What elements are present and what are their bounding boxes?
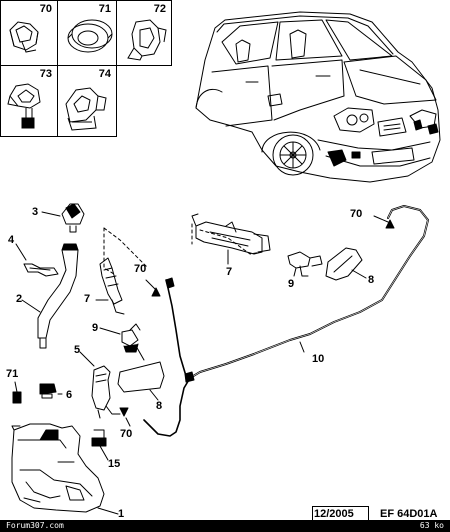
legend-number: 74	[98, 68, 111, 80]
callout-8-right: 8	[368, 274, 375, 286]
callout-7-left: 7	[84, 293, 91, 305]
car-illustration	[195, 11, 441, 183]
diagram-date: 12/2005	[314, 508, 354, 520]
bracket-4	[23, 263, 59, 277]
legend-number: 72	[153, 3, 166, 15]
cap-3	[61, 203, 85, 225]
callout-6: 6	[66, 389, 73, 401]
hose-holder-clip-icon	[65, 87, 107, 131]
hose-clamp-icon	[7, 83, 41, 129]
footer-bar: Forum307.com 63 ko	[0, 520, 450, 532]
legend-number: 73	[39, 68, 52, 80]
hose-10	[189, 205, 429, 379]
callout-71: 71	[6, 368, 19, 380]
legend-cell-74: 74	[57, 65, 117, 137]
callout-9-left: 9	[92, 322, 99, 334]
callout-1: 1	[118, 508, 125, 520]
clip-icon	[9, 21, 39, 53]
callout-3: 3	[32, 206, 39, 218]
site-credit: Forum307.com	[6, 521, 64, 530]
washer-system-parts	[11, 203, 429, 515]
diagram-reference: EF 64D01A	[380, 508, 438, 520]
callout-2: 2	[16, 293, 23, 305]
callout-4: 4	[8, 234, 15, 246]
callout-8-left: 8	[156, 400, 163, 412]
legend-number: 70	[39, 3, 52, 15]
callout-9-right: 9	[288, 278, 295, 290]
legend-icons-overlay	[7, 19, 167, 131]
legend-cell-70: 70	[0, 0, 58, 66]
nozzle-7-right	[195, 221, 263, 255]
callout-70-left-bottom: 70	[120, 428, 133, 440]
callout-15: 15	[108, 458, 121, 470]
pump-5	[91, 365, 111, 411]
filler-neck-2	[37, 249, 79, 339]
callout-7-right: 7	[226, 266, 233, 278]
grommet-icon	[67, 19, 113, 53]
callout-10: 10	[312, 353, 325, 365]
legend-cell-72: 72	[116, 0, 172, 66]
callout-70-left-top: 70	[134, 263, 147, 275]
callout-70-right: 70	[350, 208, 363, 220]
file-size: 63 ko	[419, 521, 444, 530]
retainer-clip-icon	[127, 19, 167, 61]
cover-8-left	[117, 361, 165, 393]
legend-number: 71	[98, 3, 111, 15]
date-box	[312, 506, 369, 521]
callout-5: 5	[74, 344, 81, 356]
reservoir-1	[11, 423, 105, 513]
nozzle-7-left	[99, 257, 123, 305]
cover-8-right	[325, 247, 363, 281]
legend-cell-71: 71	[57, 0, 117, 66]
